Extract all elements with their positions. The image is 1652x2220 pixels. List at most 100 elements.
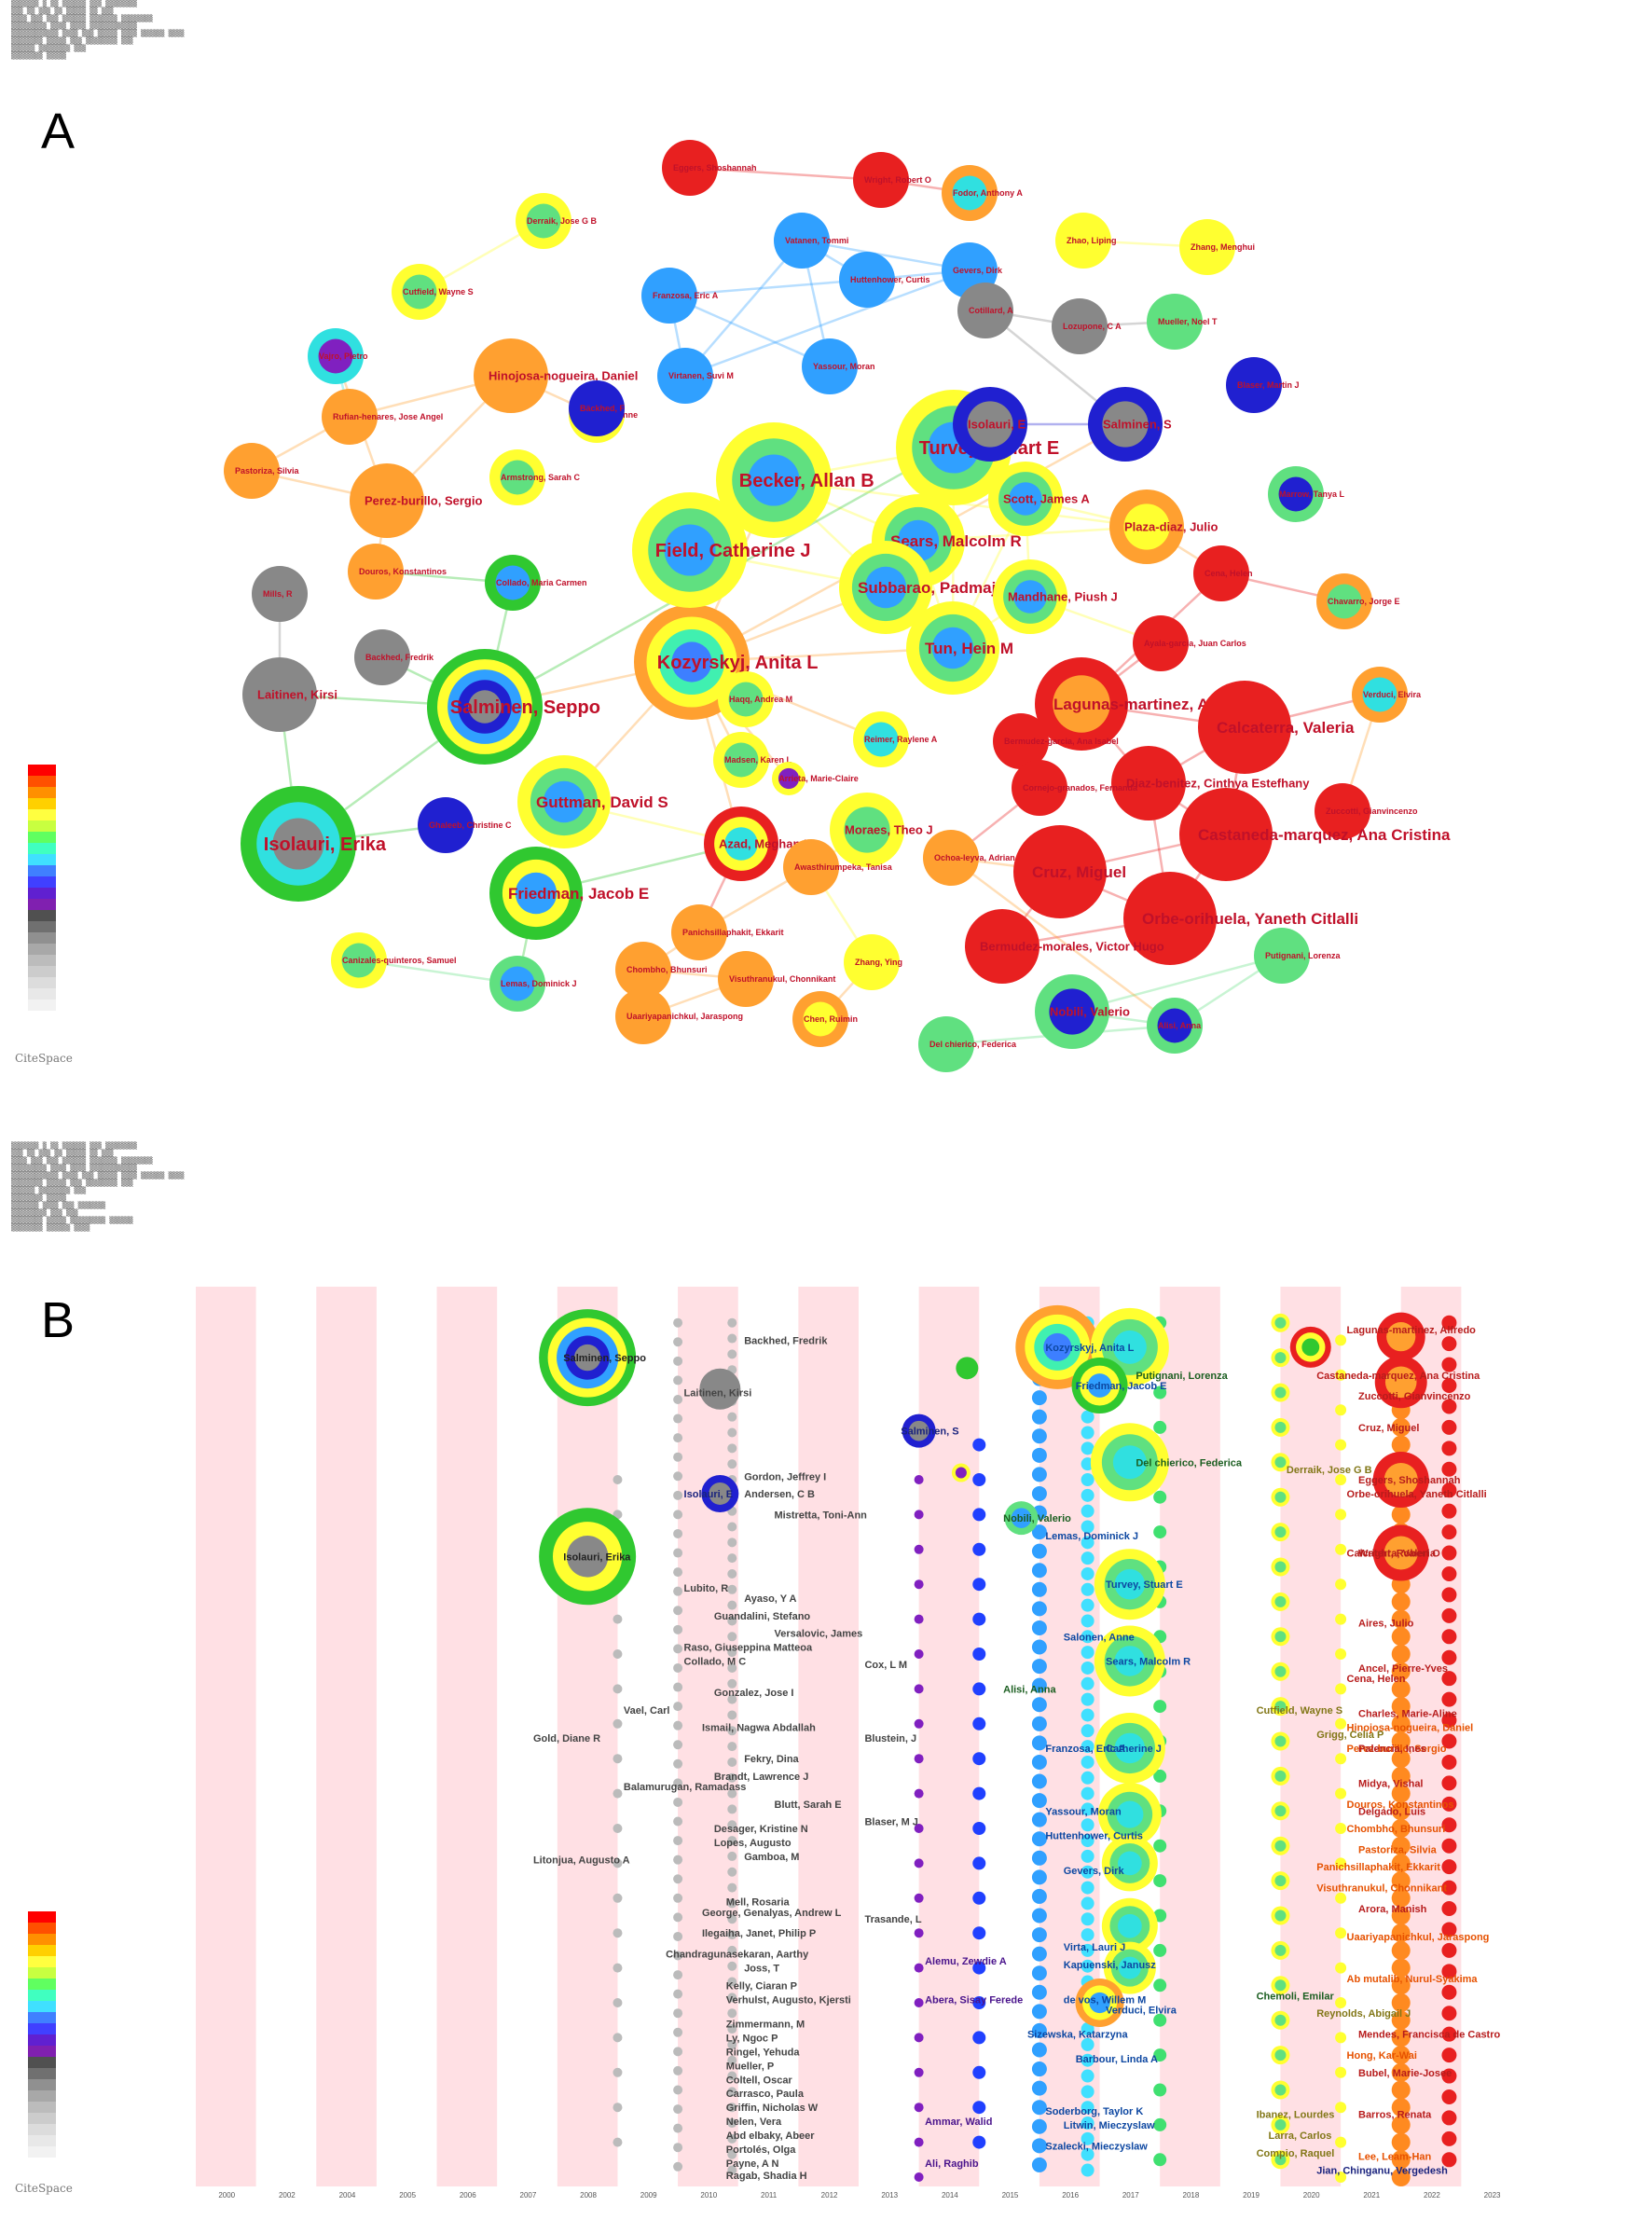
timeline-dot[interactable] xyxy=(727,2133,737,2144)
timeline-dot[interactable] xyxy=(673,1337,683,1347)
network-node-tun-hein-m[interactable]: Tun, Hein M xyxy=(906,601,1013,695)
timeline-dot[interactable] xyxy=(1335,1509,1347,1521)
timeline-dot[interactable] xyxy=(972,1508,986,1522)
network-node-cornejo-granados-fernanda[interactable]: Cornejo-granados, Fernanda xyxy=(1012,760,1138,816)
timeline-dot[interactable] xyxy=(1335,1962,1347,1974)
timeline-dot[interactable] xyxy=(1391,1749,1411,1769)
timeline-major-node[interactable] xyxy=(701,1474,739,1512)
timeline-dot[interactable] xyxy=(673,1394,683,1404)
timeline-dot[interactable] xyxy=(1271,1940,1290,1960)
timeline-dot[interactable] xyxy=(972,2101,986,2115)
timeline-dot[interactable] xyxy=(1081,1928,1094,1942)
timeline-major-node[interactable] xyxy=(1372,1524,1429,1581)
timeline-dot[interactable] xyxy=(1081,1912,1094,1926)
timeline-dot[interactable] xyxy=(673,1471,683,1482)
timeline-dot[interactable] xyxy=(1081,1473,1094,1486)
timeline-dot[interactable] xyxy=(1441,1838,1457,1854)
timeline-dot[interactable] xyxy=(1031,2100,1047,2116)
network-node-hinojosa-nogueira-daniel[interactable]: Hinojosa-nogueira, Daniel xyxy=(474,338,638,413)
network-node-chavarro-jorge-e[interactable]: Chavarro, Jorge E xyxy=(1316,573,1400,629)
timeline-dot[interactable] xyxy=(1153,2048,1167,2062)
timeline-dot[interactable] xyxy=(1441,1964,1457,1979)
timeline-dot[interactable] xyxy=(1081,1598,1094,1612)
network-node-derraik-jose-g-b[interactable]: Derraik, Jose G B xyxy=(516,193,598,249)
timeline-dot[interactable] xyxy=(613,2067,623,2077)
timeline-dot[interactable] xyxy=(1391,1993,1411,2012)
timeline-dot[interactable] xyxy=(1441,1859,1457,1875)
network-node-awasthirumpeka-tanisa[interactable]: Awasthirumpeka, Tanisa xyxy=(783,839,893,895)
timeline-dot[interactable] xyxy=(1031,1812,1047,1827)
timeline-dot[interactable] xyxy=(727,1898,737,1909)
timeline-dot[interactable] xyxy=(1391,2132,1411,2152)
timeline-dot[interactable] xyxy=(1081,2117,1094,2130)
timeline-major-node[interactable] xyxy=(1103,1941,1156,1994)
timeline-dot[interactable] xyxy=(914,2067,924,2077)
timeline-dot[interactable] xyxy=(972,1612,986,1626)
timeline-dot[interactable] xyxy=(1391,1906,1411,1925)
network-node-subbarao-padmaja[interactable]: Subbarao, Padmaja xyxy=(839,541,1005,634)
network-node-virtanen-suvi-m[interactable]: Virtanen, Suvi M xyxy=(657,348,734,404)
timeline-dot[interactable] xyxy=(673,1528,683,1538)
timeline-dot[interactable] xyxy=(1391,1888,1411,1908)
timeline-dot[interactable] xyxy=(727,2103,737,2113)
timeline-dot[interactable] xyxy=(1441,1524,1457,1540)
timeline-dot[interactable] xyxy=(727,1678,737,1689)
timeline-dot[interactable] xyxy=(1081,1865,1094,1879)
timeline-dot[interactable] xyxy=(914,1893,924,1903)
timeline-dot[interactable] xyxy=(613,1684,623,1694)
timeline-dot[interactable] xyxy=(1031,2004,1047,2020)
timeline-dot[interactable] xyxy=(1391,2046,1411,2065)
timeline-dot[interactable] xyxy=(673,1758,683,1769)
network-node-salminen-s[interactable]: Salminen, S xyxy=(1088,387,1172,462)
network-node-plaza-diaz-julio[interactable]: Plaza-diaz, Julio xyxy=(1109,490,1218,564)
network-node-nobili-valerio[interactable]: Nobili, Valerio xyxy=(1035,974,1130,1049)
timeline-dot[interactable] xyxy=(673,2143,683,2153)
timeline-dot[interactable] xyxy=(1081,1536,1094,1550)
network-node-orbe-orihuela-yaneth-citlalli[interactable]: Orbe-orihuela, Yaneth Citlalli xyxy=(1123,872,1358,965)
timeline-dot[interactable] xyxy=(1271,2115,1290,2134)
timeline-dot[interactable] xyxy=(673,1606,683,1616)
timeline-dot[interactable] xyxy=(914,1928,924,1938)
network-node-arrieta-marie-claire[interactable]: Arrieta, Marie-Claire xyxy=(772,762,859,795)
timeline-dot[interactable] xyxy=(1391,1645,1411,1663)
timeline-dot[interactable] xyxy=(1441,1629,1457,1645)
timeline-major-node[interactable] xyxy=(1094,1549,1165,1620)
network-node-moraes-theo-j[interactable]: Moraes, Theo J xyxy=(830,793,933,867)
timeline-dot[interactable] xyxy=(914,1858,924,1868)
timeline-dot[interactable] xyxy=(1081,1488,1094,1502)
timeline-dot[interactable] xyxy=(1391,1505,1411,1524)
timeline-dot[interactable] xyxy=(1441,2026,1457,2042)
timeline-dot[interactable] xyxy=(1081,1692,1094,1706)
timeline-dot[interactable] xyxy=(727,1977,737,1987)
network-node-mills-r[interactable]: Mills, R xyxy=(252,566,308,622)
timeline-dot[interactable] xyxy=(1335,2172,1347,2183)
timeline-dot[interactable] xyxy=(1031,1965,1047,1981)
timeline-dot[interactable] xyxy=(1031,1485,1047,1501)
timeline-dot[interactable] xyxy=(1441,1503,1457,1519)
timeline-dot[interactable] xyxy=(727,1961,737,1971)
timeline-dot[interactable] xyxy=(1441,1754,1457,1770)
network-node-vatanen-tommi[interactable]: Vatanen, Tommi xyxy=(774,213,848,269)
timeline-dot[interactable] xyxy=(1391,1435,1411,1455)
timeline-dot[interactable] xyxy=(673,1662,683,1673)
timeline-dot[interactable] xyxy=(914,1998,924,2007)
timeline-dot[interactable] xyxy=(673,1548,683,1558)
timeline-dot[interactable] xyxy=(727,1427,737,1438)
timeline-dot[interactable] xyxy=(673,1989,683,1999)
network-node-perez-burillo-sergio[interactable]: Perez-burillo, Sergio xyxy=(350,463,482,538)
timeline-dot[interactable] xyxy=(1335,2102,1347,2114)
timeline-major-node[interactable] xyxy=(1097,1783,1162,1847)
timeline-dot[interactable] xyxy=(1081,1959,1094,1973)
timeline-dot[interactable] xyxy=(914,1510,924,1520)
network-node-del-chierico-federica[interactable]: Del chierico, Federica xyxy=(918,1016,1017,1072)
timeline-dot[interactable] xyxy=(673,1816,683,1827)
timeline-dot[interactable] xyxy=(1081,1896,1094,1910)
timeline-dot[interactable] xyxy=(673,1893,683,1903)
timeline-dot[interactable] xyxy=(1441,1587,1457,1603)
timeline-dot[interactable] xyxy=(914,1614,924,1624)
timeline-dot[interactable] xyxy=(1391,1679,1411,1699)
timeline-dot[interactable] xyxy=(1031,1831,1047,1847)
timeline-dot[interactable] xyxy=(1153,2013,1167,2027)
timeline-dot[interactable] xyxy=(972,1752,986,1766)
network-node-cotillard-a[interactable]: Cotillard, A xyxy=(957,283,1013,338)
